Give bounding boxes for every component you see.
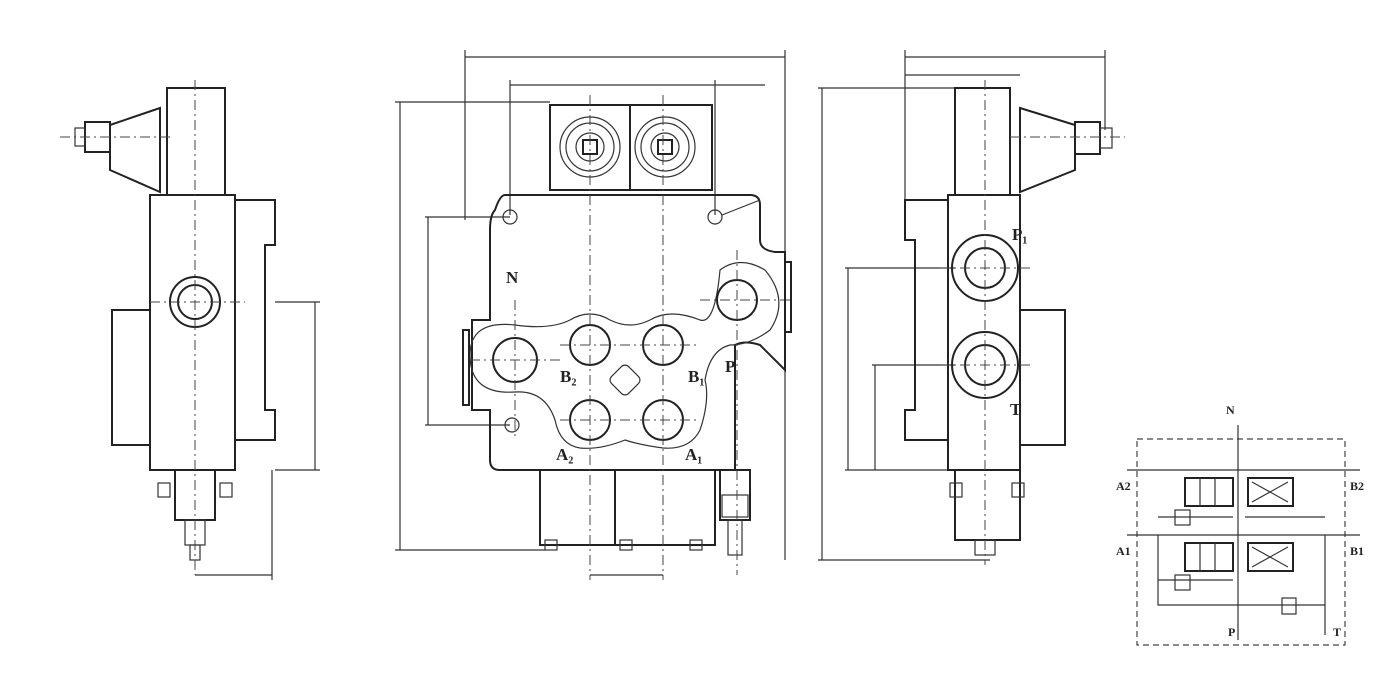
schematic-label-n: N [1226, 403, 1235, 417]
port-label-t: T [1010, 400, 1022, 419]
port-label-n: N [506, 268, 519, 287]
right-side-view: P₁ T [818, 50, 1125, 565]
schematic-label-a2: A2 [1116, 479, 1131, 493]
port-label-a1: A₁ [685, 445, 702, 464]
schematic-label-b1: B1 [1350, 544, 1364, 558]
left-side-view [60, 80, 320, 580]
port-label-p: P [725, 357, 735, 376]
port-label-p1: P₁ [1012, 225, 1027, 244]
schematic-label-t: T [1333, 625, 1341, 639]
schematic-label-p: P [1228, 625, 1235, 639]
front-view: N P B₂ B₁ A₂ A₁ [395, 50, 792, 580]
schematic-label-b2: B2 [1350, 479, 1364, 493]
schematic-label-a1: A1 [1116, 544, 1131, 558]
port-label-b1: B₁ [688, 367, 704, 386]
port-label-b2: B₂ [560, 367, 576, 386]
hydraulic-schematic: N A2 B2 A1 B1 P T [1116, 403, 1364, 646]
port-label-a2: A₂ [556, 445, 573, 464]
